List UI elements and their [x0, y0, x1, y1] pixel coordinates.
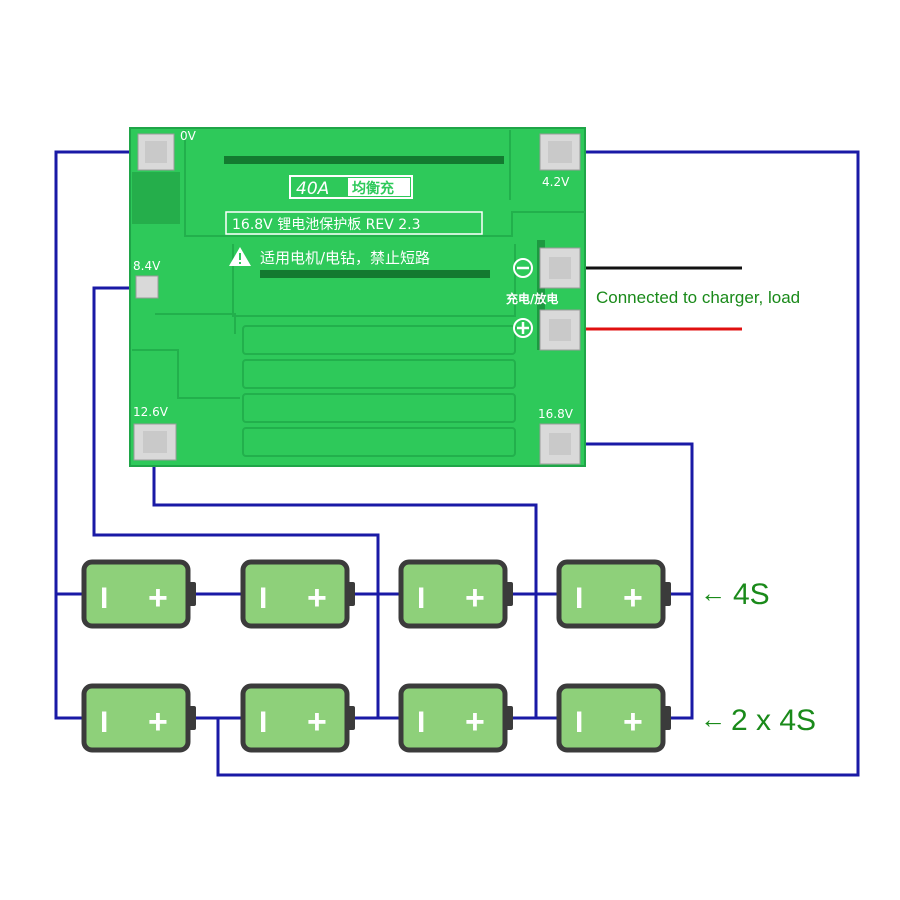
label-charge-discharge: 充电/放电	[506, 291, 558, 306]
battery-positive-mark: +	[307, 579, 327, 617]
plus-circle-icon	[513, 318, 533, 338]
battery-positive-mark: +	[148, 703, 168, 741]
battery-negative-mark: I	[575, 706, 583, 739]
warning-text: 适用电机/电钻，禁止短路	[260, 249, 430, 267]
battery-cell: I+	[240, 559, 355, 629]
battery-negative-mark: I	[259, 706, 267, 739]
config-2x4s-label: 2 x 4S	[731, 704, 816, 737]
pad-positive	[539, 309, 581, 351]
arrow-left-icon: ←	[700, 578, 726, 608]
wire-8v4	[92, 286, 380, 718]
battery-negative-mark: I	[575, 582, 583, 615]
battery-positive-mark: +	[623, 703, 643, 741]
config-4s-label: 4S	[733, 578, 770, 611]
battery-positive-mark: +	[623, 579, 643, 617]
pad-16v8	[539, 423, 581, 465]
pad-12v6	[133, 423, 177, 461]
label-0v: 0V	[180, 129, 197, 143]
battery-positive-mark: +	[307, 703, 327, 741]
label-12v6: 12.6V	[133, 405, 169, 419]
battery-negative-mark: I	[100, 706, 108, 739]
balance-label-box	[348, 178, 410, 196]
via-row-top	[132, 156, 545, 350]
wire-16v8	[585, 442, 694, 720]
battery-cell: I+	[398, 559, 513, 629]
arrow-2x4s: ←	[700, 704, 726, 734]
balance-label: 均衡充	[352, 180, 394, 197]
wire-12v6	[152, 465, 538, 718]
label-4v2: 4.2V	[542, 175, 570, 189]
battery-positive-mark: +	[465, 703, 485, 741]
wire-0v	[54, 150, 130, 720]
battery-cell: I+	[81, 559, 196, 629]
battery-negative-mark: I	[417, 706, 425, 739]
current-badge: 40A	[296, 179, 329, 199]
battery-cell: I+	[556, 683, 671, 753]
board-title: 16.8V 锂电池保护板 REV 2.3	[232, 217, 421, 233]
minus-circle-icon	[513, 258, 533, 278]
battery-cell: I+	[81, 683, 196, 753]
battery-negative-mark: I	[100, 582, 108, 615]
charger-load-label: Connected to charger, load	[596, 288, 800, 307]
label-8v4: 8.4V	[133, 259, 161, 273]
pad-8v4	[135, 275, 159, 299]
battery-positive-mark: +	[148, 579, 168, 617]
bms-board: 40A 均衡充 16.8V 锂电池保护板 REV 2.3 适用电机/电钻，禁止短…	[129, 127, 586, 467]
pad-0v	[137, 133, 175, 171]
title-box	[225, 211, 483, 235]
current-badge-box	[289, 175, 413, 199]
battery-cell: I+	[240, 683, 355, 753]
arrow-4s: ←	[700, 578, 726, 608]
pad-4v2	[539, 133, 581, 171]
warning-icon	[229, 247, 251, 266]
battery-array: I+I+I+I+I+I+I+I+	[81, 559, 671, 753]
pcb-traces	[132, 130, 585, 457]
battery-negative-mark: I	[417, 582, 425, 615]
pad-negative	[539, 247, 581, 289]
battery-cell: I+	[556, 559, 671, 629]
battery-cell: I+	[398, 683, 513, 753]
label-16v8: 16.8V	[538, 407, 574, 421]
wiring	[54, 150, 860, 777]
wire-4v2	[216, 150, 860, 777]
battery-positive-mark: +	[465, 579, 485, 617]
battery-negative-mark: I	[259, 582, 267, 615]
